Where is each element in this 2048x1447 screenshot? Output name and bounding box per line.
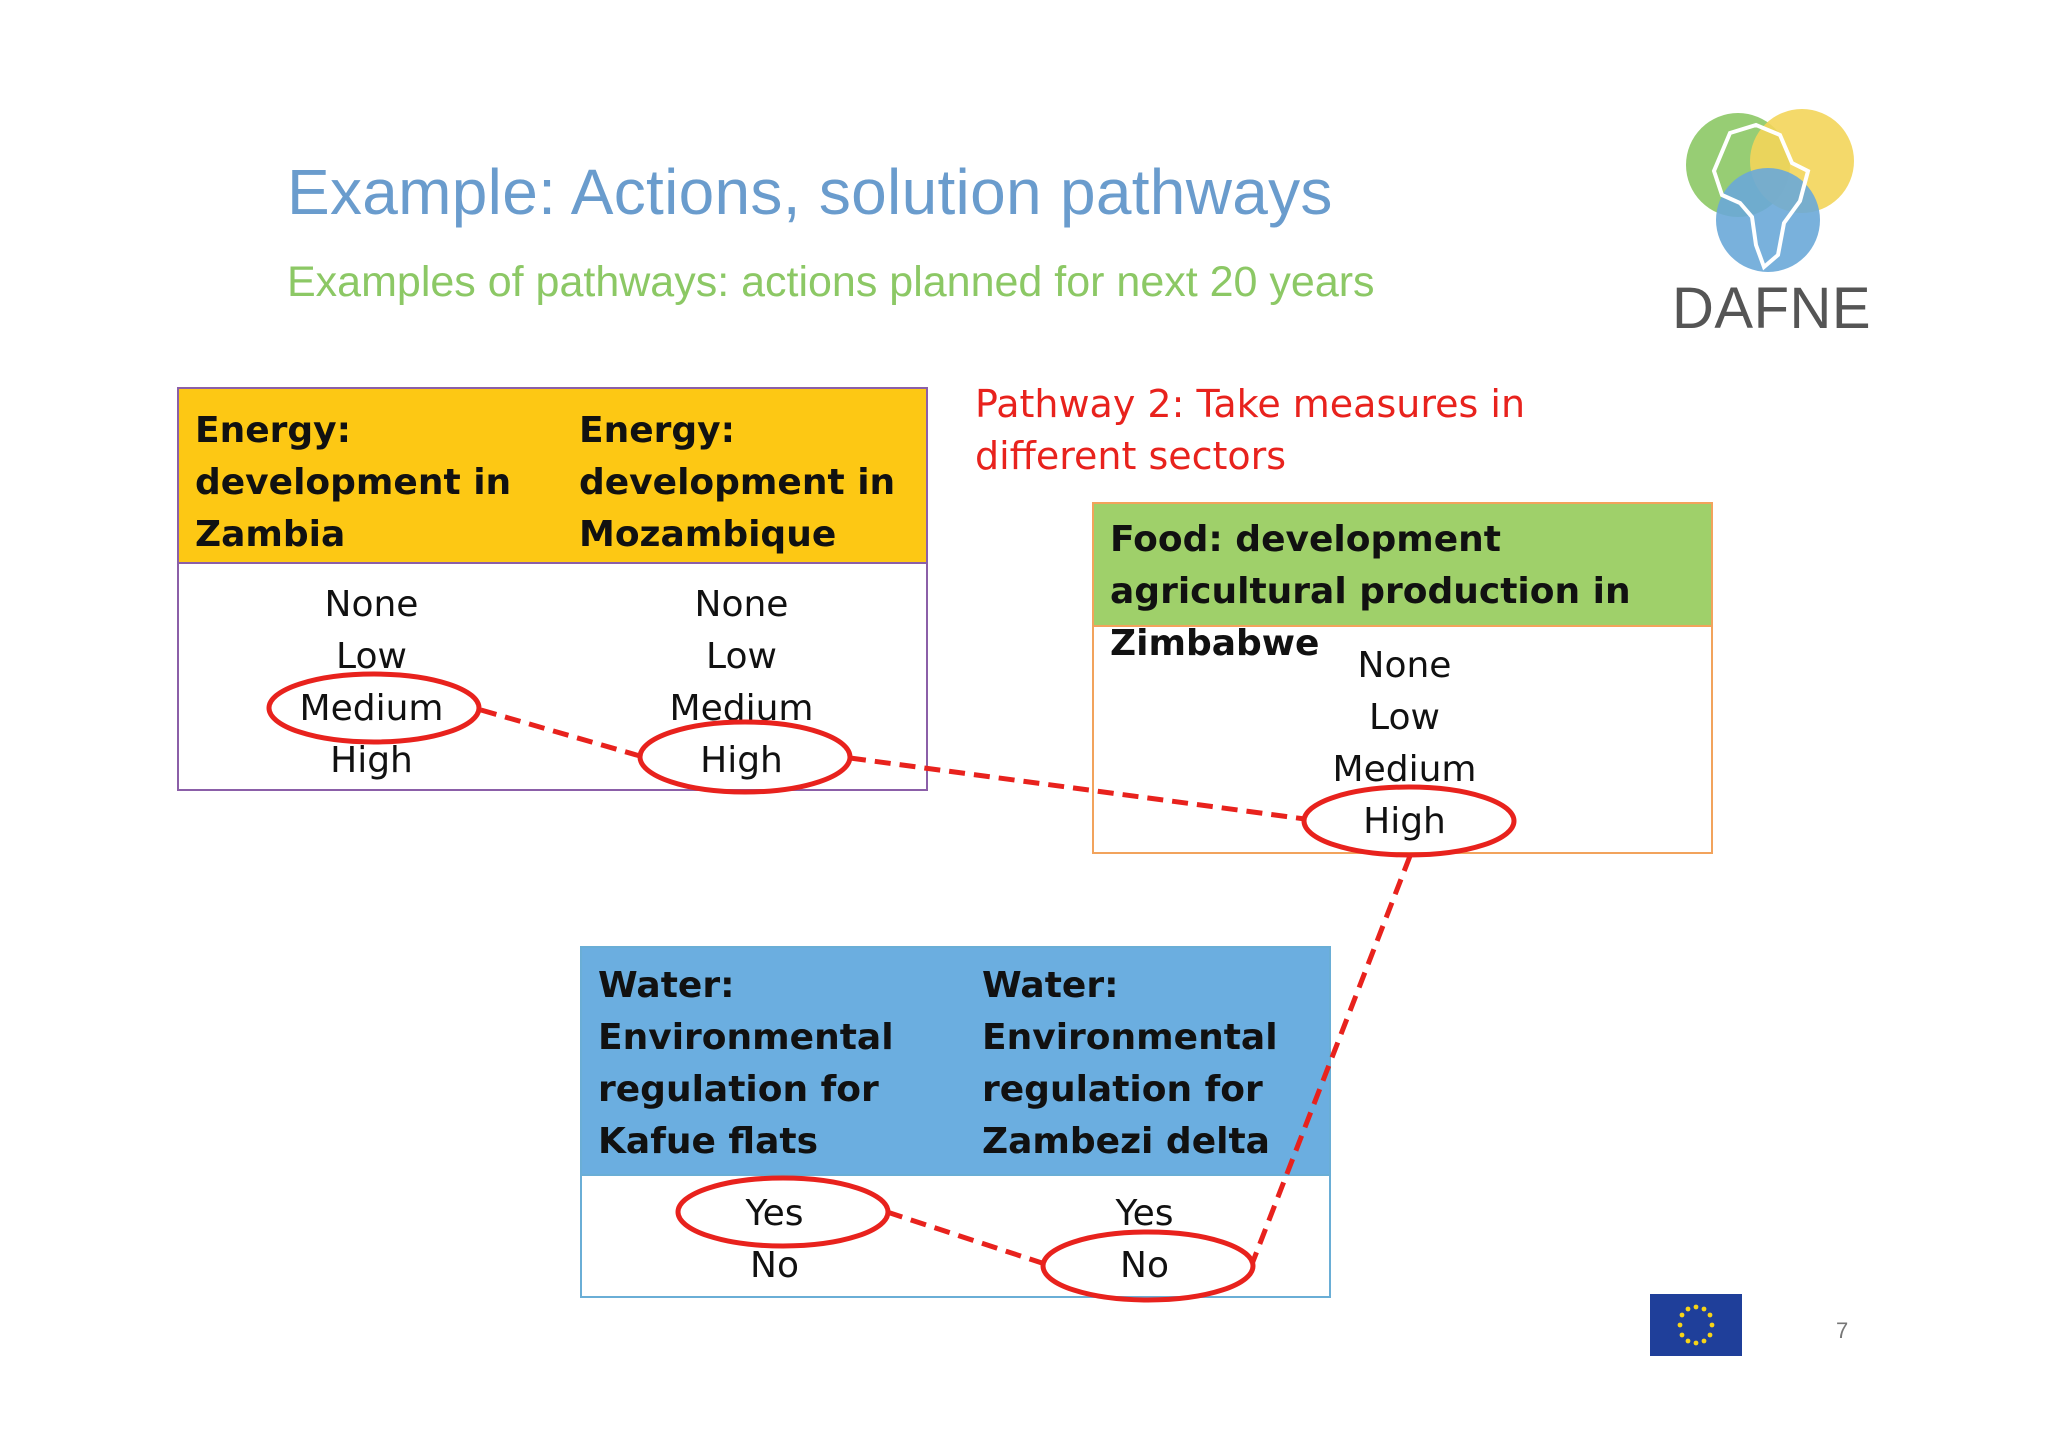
eu-flag-icon — [1650, 1294, 1742, 1356]
energy-table-header: Energy: development in Zambia Energy: de… — [179, 389, 926, 564]
water-kafue-header: Water: Environmental regulation for Kafu… — [598, 965, 894, 1162]
water-kafue-values: Yes No — [582, 1188, 967, 1292]
option-none: None — [324, 584, 419, 625]
option-medium: Medium — [299, 688, 444, 729]
option-low: Low — [1369, 697, 1440, 738]
energy-mozambique-header: Energy: development in Mozambique — [579, 410, 896, 555]
food-table-header: Food: development agricultural productio… — [1094, 504, 1711, 664]
logo-text: DAFNE — [1672, 276, 1872, 341]
slide-title: Example: Actions, solution pathways — [287, 156, 1333, 228]
option-yes: Yes — [1115, 1193, 1174, 1234]
food-zimbabwe-values: None Low Medium High — [1094, 640, 1715, 848]
water-table: Water: Environmental regulation for Kafu… — [580, 946, 1331, 1298]
slide-subtitle: Examples of pathways: actions planned fo… — [287, 258, 1375, 306]
food-zimbabwe-header: Food: development agricultural productio… — [1110, 519, 1631, 664]
option-low: Low — [336, 636, 407, 677]
option-none: None — [694, 584, 789, 625]
option-no: No — [750, 1245, 799, 1286]
dafne-logo — [1686, 109, 1854, 272]
option-medium: Medium — [669, 688, 814, 729]
option-yes: Yes — [745, 1193, 804, 1234]
water-table-header: Water: Environmental regulation for Kafu… — [582, 948, 1329, 1176]
water-zambezi-header: Water: Environmental regulation for Zamb… — [982, 965, 1278, 1162]
eu-stars — [1677, 1304, 1715, 1346]
option-high: High — [700, 740, 783, 781]
option-none: None — [1357, 645, 1452, 686]
option-no: No — [1120, 1245, 1169, 1286]
energy-zambia-header: Energy: development in Zambia — [195, 410, 512, 555]
energy-mozambique-values: None Low Medium High — [554, 579, 929, 787]
option-medium: Medium — [1332, 749, 1477, 790]
option-high: High — [330, 740, 413, 781]
energy-table: Energy: development in Zambia Energy: de… — [177, 387, 928, 791]
energy-zambia-values: None Low Medium High — [179, 579, 564, 787]
water-zambezi-values: Yes No — [957, 1188, 1332, 1292]
pathway-label: Pathway 2: Take measures in different se… — [975, 382, 1526, 478]
logo-circle-blue — [1716, 168, 1820, 272]
food-table: Food: development agricultural productio… — [1092, 502, 1713, 854]
africa-outline-icon — [1711, 122, 1811, 271]
option-low: Low — [706, 636, 777, 677]
page-number: 7 — [1836, 1318, 1849, 1343]
option-high: High — [1363, 801, 1446, 842]
